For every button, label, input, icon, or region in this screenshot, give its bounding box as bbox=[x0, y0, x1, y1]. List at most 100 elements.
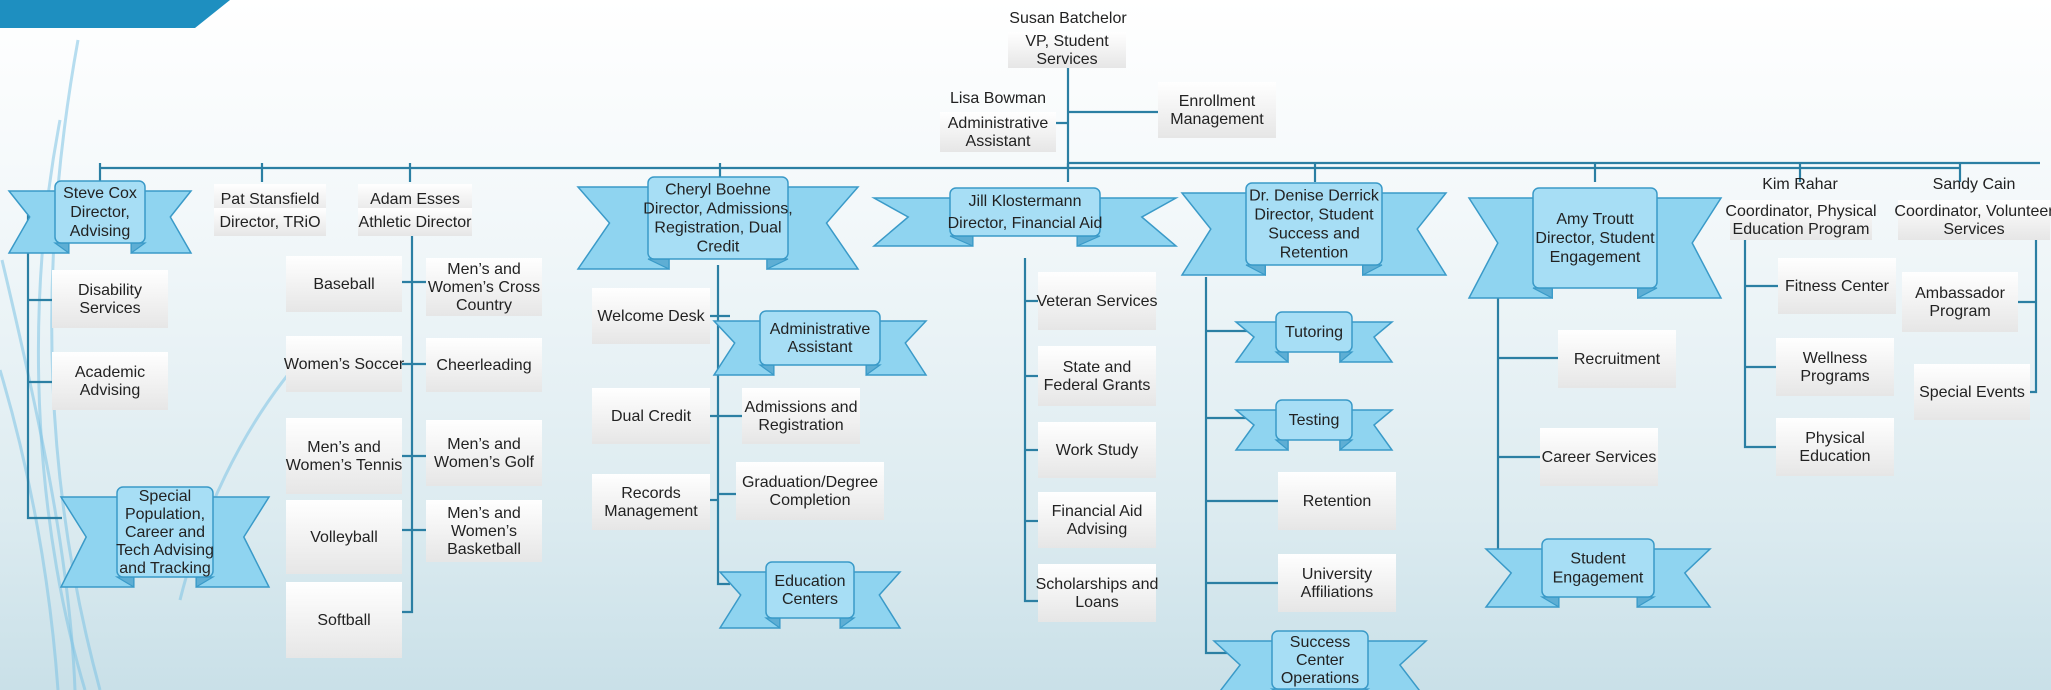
testing-banner-label: Testing bbox=[1289, 412, 1340, 429]
advising-trunk bbox=[26, 215, 62, 520]
fitness-center-label: Fitness Center bbox=[1785, 278, 1890, 295]
student-engagement-banner-center bbox=[1541, 538, 1655, 598]
sandy-cain-title-box bbox=[1898, 200, 2050, 240]
pat-stansfield-title: Director, TRiO bbox=[214, 208, 326, 236]
retention: Retention bbox=[1278, 472, 1396, 530]
adam-esses-title-label: Athletic Director bbox=[359, 214, 473, 231]
athletics-right-0-box bbox=[426, 258, 542, 316]
dual-credit: Dual Credit bbox=[592, 388, 710, 444]
athletics-left-3: Volleyball bbox=[286, 500, 402, 574]
amy-troutt-banner-center bbox=[1532, 187, 1658, 289]
admin-assistant-banner-center bbox=[759, 310, 881, 366]
tutoring-banner-label: Tutoring bbox=[1285, 324, 1343, 341]
retention-label: Retention bbox=[1303, 493, 1372, 510]
assistant-name: Lisa Bowman bbox=[950, 90, 1046, 107]
finaid-child-0-box bbox=[1038, 272, 1156, 330]
physical-education-box bbox=[1776, 418, 1894, 476]
pat-stansfield-label: Pat Stansfield bbox=[221, 191, 320, 208]
recruitment-box bbox=[1558, 330, 1676, 388]
denise-derrick-banner-center bbox=[1245, 182, 1383, 266]
welcome-desk-label: Welcome Desk bbox=[597, 308, 705, 325]
special-events: Special Events bbox=[1914, 364, 2030, 420]
jill-klostermann-banner-center bbox=[949, 187, 1101, 237]
testing-banner: Testing bbox=[1233, 399, 1395, 452]
finaid-child-0-label: Veteran Services bbox=[1037, 293, 1158, 310]
recruitment: Recruitment bbox=[1558, 330, 1676, 388]
athletics-left-1: Women’s Soccer bbox=[284, 336, 405, 392]
athletics-left-1-box bbox=[286, 336, 402, 392]
athletics-right-1-label: Cheerleading bbox=[436, 357, 531, 374]
disability-services-box bbox=[52, 270, 168, 328]
athletics-left-0-label: Baseball bbox=[313, 276, 374, 293]
education-centers-banner-center bbox=[765, 561, 855, 619]
finaid-child-4-box bbox=[1038, 564, 1156, 622]
adam-esses-title: Athletic Director bbox=[358, 208, 472, 236]
finaid-child-3-box bbox=[1038, 492, 1156, 548]
finaid-trunk bbox=[1023, 258, 1038, 603]
dual-credit-box bbox=[592, 388, 710, 444]
athletics-left-4-box bbox=[286, 582, 402, 658]
finaid-child-2-box bbox=[1038, 422, 1156, 478]
pe-trunk bbox=[1743, 238, 1776, 449]
retention-box bbox=[1278, 472, 1396, 530]
fitness-center-box bbox=[1778, 258, 1896, 314]
assistant-title-box bbox=[940, 112, 1056, 152]
engage-trunk bbox=[1496, 292, 1525, 561]
finaid-child-0: Veteran Services bbox=[1037, 272, 1158, 330]
athletics-right-2-box bbox=[426, 420, 542, 486]
special-events-label: Special Events bbox=[1919, 384, 2025, 401]
athletics-left-3-box bbox=[286, 500, 402, 574]
finaid-child-1-box bbox=[1038, 346, 1156, 406]
admissions-registration-box bbox=[742, 388, 860, 444]
pat-stansfield-title-label: Director, TRiO bbox=[219, 214, 320, 231]
records-management-box bbox=[592, 474, 710, 530]
athletics-left-1-label: Women’s Soccer bbox=[284, 356, 405, 373]
career-services-box bbox=[1540, 428, 1658, 486]
cheryl-boehne-banner-center bbox=[647, 176, 789, 260]
academic-advising-box bbox=[52, 352, 168, 410]
